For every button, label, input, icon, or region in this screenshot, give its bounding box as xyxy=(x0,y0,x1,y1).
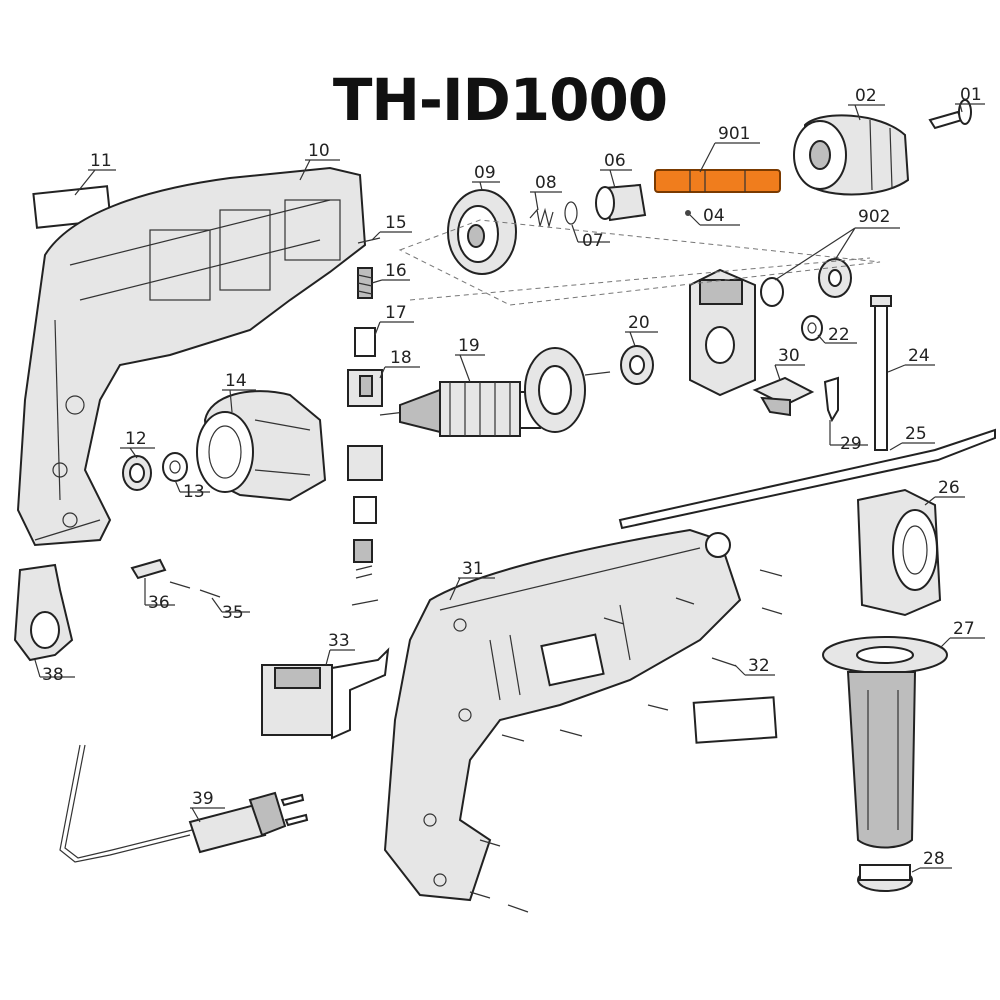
label-09: 09 xyxy=(474,163,496,183)
label-11: 11 xyxy=(90,151,112,171)
label-24: 24 xyxy=(908,346,930,366)
label-10: 10 xyxy=(308,141,330,161)
label-36: 36 xyxy=(148,593,170,613)
part-13-washer[interactable] xyxy=(162,452,188,482)
label-901: 901 xyxy=(718,124,750,144)
label-27: 27 xyxy=(953,619,975,639)
label-33: 33 xyxy=(328,631,350,651)
label-22: 22 xyxy=(828,325,850,345)
spare-label-plate xyxy=(692,696,778,744)
part-30-selector[interactable] xyxy=(752,376,815,417)
label-20: 20 xyxy=(628,313,650,333)
label-30: 30 xyxy=(778,346,800,366)
part-01-chuck-key[interactable] xyxy=(928,99,972,130)
label-31: 31 xyxy=(462,559,484,579)
part-19-armature[interactable] xyxy=(379,347,611,437)
part-31-housing-half[interactable] xyxy=(383,528,742,902)
part-09-gear[interactable] xyxy=(447,189,517,275)
part-39-power-cord[interactable] xyxy=(59,744,309,863)
part-32-screws[interactable] xyxy=(469,569,783,913)
label-07: 07 xyxy=(582,231,604,251)
label-902: 902 xyxy=(858,207,890,227)
part-38-cable-sleeve[interactable] xyxy=(13,563,74,662)
part-18-brush-holder[interactable] xyxy=(347,369,383,407)
label-15: 15 xyxy=(385,213,407,233)
label-12: 12 xyxy=(125,429,147,449)
part-36-cable-clamp[interactable] xyxy=(130,558,167,580)
label-32: 32 xyxy=(748,656,770,676)
leader-lines xyxy=(34,103,985,873)
label-04: 04 xyxy=(703,206,725,226)
part-07-retaining-ring[interactable] xyxy=(564,201,578,225)
label-14: 14 xyxy=(225,371,247,391)
brush-assembly-lower[interactable] xyxy=(347,445,383,606)
part-28-end-cap[interactable] xyxy=(857,864,913,892)
part-902-gear-housing[interactable] xyxy=(689,258,852,397)
part-26-collar[interactable] xyxy=(856,488,942,617)
label-01: 01 xyxy=(960,85,982,105)
label-16: 16 xyxy=(385,261,407,281)
part-29-spring-plate[interactable] xyxy=(823,376,839,423)
label-18: 18 xyxy=(390,348,412,368)
part-22-small-bearing[interactable] xyxy=(801,315,823,341)
label-39: 39 xyxy=(192,789,214,809)
part-17-carbon-brush[interactable] xyxy=(354,327,376,357)
label-13: 13 xyxy=(183,482,205,502)
part-14-field-stator[interactable] xyxy=(196,390,327,502)
diagram-title: TH-ID1000 xyxy=(333,66,667,134)
label-26: 26 xyxy=(938,478,960,498)
part-901-spindle[interactable] xyxy=(654,169,781,193)
part-15-clip[interactable] xyxy=(357,237,381,244)
part-33-switch[interactable] xyxy=(261,647,390,740)
part-08-spring[interactable] xyxy=(529,207,554,229)
label-19: 19 xyxy=(458,336,480,356)
part-20-bearing[interactable] xyxy=(620,345,654,385)
part-16-brush-spring[interactable] xyxy=(357,267,373,299)
label-08: 08 xyxy=(535,173,557,193)
part-10-housing-half[interactable] xyxy=(16,166,367,547)
part-24-depth-rod[interactable] xyxy=(870,295,892,451)
part-27-side-handle[interactable] xyxy=(822,636,948,849)
part-labels: 01 02 901 04 06 07 08 09 10 11 12 13 14 … xyxy=(42,85,982,869)
part-02-drill-chuck[interactable] xyxy=(793,114,910,196)
label-02: 02 xyxy=(855,86,877,106)
label-35: 35 xyxy=(222,603,244,623)
label-29: 29 xyxy=(840,434,862,454)
label-17: 17 xyxy=(385,303,407,323)
label-28: 28 xyxy=(923,849,945,869)
gear-train-outline xyxy=(398,219,881,306)
part-25-depth-gauge[interactable] xyxy=(618,428,996,530)
label-06: 06 xyxy=(604,151,626,171)
label-25: 25 xyxy=(905,424,927,444)
label-38: 38 xyxy=(42,665,64,685)
part-35-screws[interactable] xyxy=(169,581,221,598)
part-04-pin[interactable] xyxy=(685,210,691,216)
part-12-bearing[interactable] xyxy=(122,455,152,491)
part-06-bearing-sleeve[interactable] xyxy=(595,183,647,222)
